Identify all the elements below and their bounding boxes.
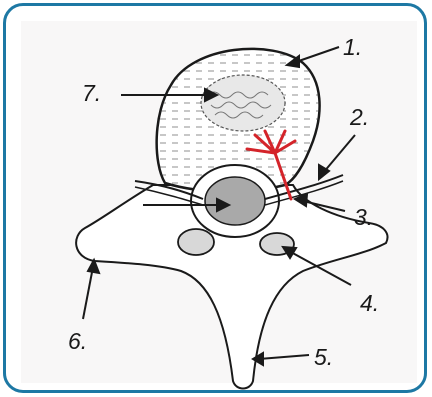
figure-frame: 1. 2. 3. 4. 5. 6. 7.: [3, 3, 427, 393]
label-4: 4.: [360, 292, 379, 315]
label-3: 3.: [354, 206, 373, 229]
label-1: 1.: [343, 36, 362, 59]
arrow-5: [259, 355, 309, 359]
label-2: 2.: [350, 106, 369, 129]
label-6: 6.: [68, 330, 87, 353]
spinal-cord: [205, 177, 265, 225]
label-5: 5.: [314, 346, 333, 369]
cancellous-core: [201, 75, 285, 131]
arrow-2: [323, 135, 355, 173]
left-articular-process: [178, 229, 214, 255]
label-7: 7.: [82, 82, 101, 105]
arrow-6: [83, 267, 93, 319]
